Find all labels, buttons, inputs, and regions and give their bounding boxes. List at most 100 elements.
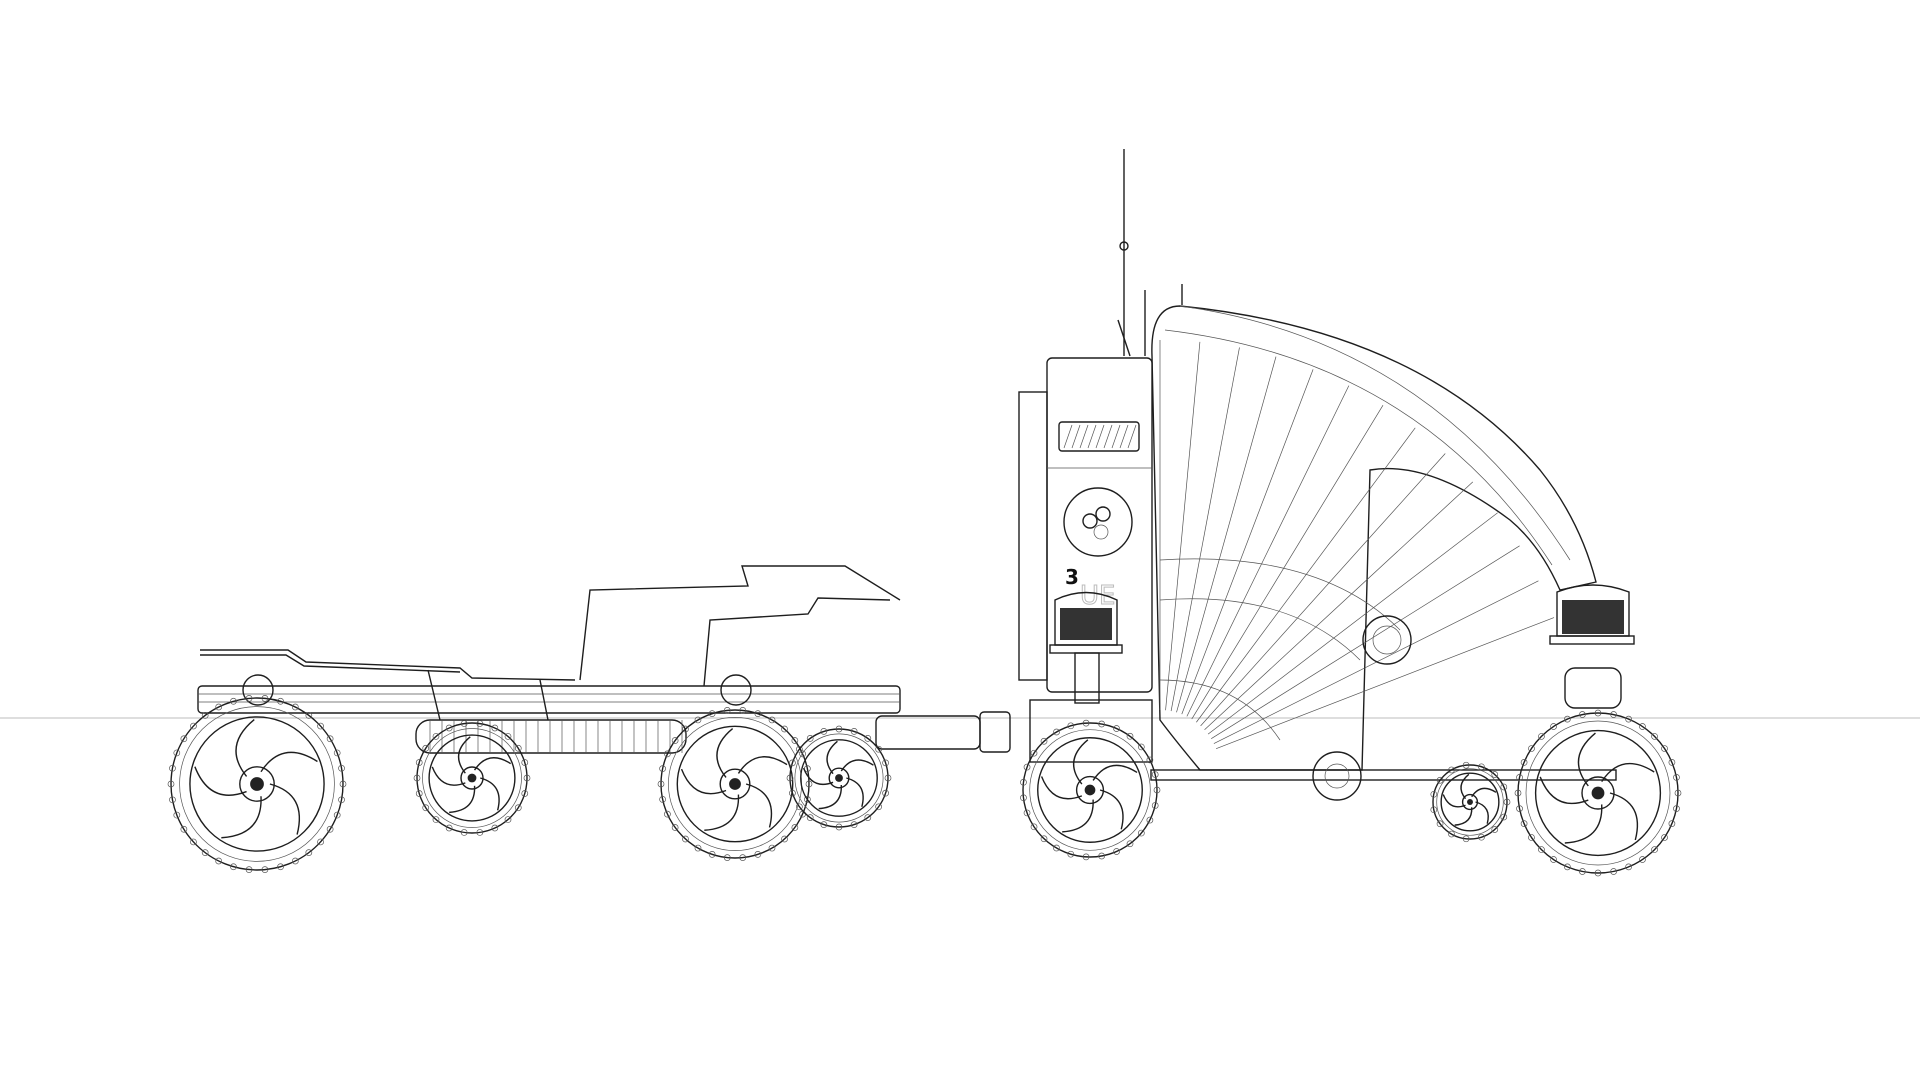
wheel-spoke <box>1471 787 1497 798</box>
fan-rib <box>1196 427 1416 723</box>
tread-lug <box>523 774 531 782</box>
tread-lug <box>884 774 892 782</box>
wheel-spoke <box>802 767 834 786</box>
tread-lug <box>422 804 430 812</box>
tread-lug <box>476 829 484 836</box>
tread-lug <box>173 811 181 819</box>
wheel <box>1430 761 1511 843</box>
tread-lug <box>1040 835 1048 843</box>
tread-lug <box>190 722 197 730</box>
tread-lug <box>786 774 794 782</box>
tread-lug <box>491 824 499 832</box>
tread-lug <box>835 823 843 831</box>
tread-lug <box>1610 711 1617 718</box>
wheel <box>413 720 531 836</box>
tread-lug <box>796 803 803 811</box>
tread-lug <box>476 720 484 727</box>
wheel <box>1514 709 1682 877</box>
tread-lug <box>1137 829 1145 837</box>
tread-lug <box>413 774 421 782</box>
wheel-spoke <box>221 796 262 839</box>
tread-lug <box>1153 786 1161 794</box>
hatch-line <box>1127 424 1137 449</box>
wheel-spoke <box>1099 789 1124 830</box>
tread-lug <box>1491 826 1499 833</box>
tread-lug <box>882 759 889 767</box>
tread-lug <box>333 811 341 819</box>
tread-lug <box>261 866 269 873</box>
tread-lug <box>1082 853 1090 861</box>
tread-lug <box>173 749 181 757</box>
tread-lug <box>739 707 747 714</box>
tread-lug <box>1625 715 1632 723</box>
tread-lug <box>1448 830 1455 838</box>
tread-lug <box>850 728 858 735</box>
tread-lug <box>820 821 828 828</box>
trailer <box>197 565 901 754</box>
tread-lug <box>432 816 440 823</box>
tread-lug <box>875 745 882 753</box>
tread-lug <box>201 849 209 856</box>
tread-lug <box>491 724 499 732</box>
tread-lug <box>723 707 731 714</box>
tread-lug <box>1639 856 1646 863</box>
tread-lug <box>1430 806 1438 814</box>
tread-lug <box>215 703 223 711</box>
cover-disc <box>1362 615 1412 665</box>
tread-lug <box>339 780 347 788</box>
wheel-spoke <box>840 759 874 772</box>
tread-lug <box>694 716 702 724</box>
tread-lug <box>682 725 689 733</box>
tread-lug <box>1462 761 1470 769</box>
wheel <box>1020 719 1161 861</box>
tread-lug <box>1594 709 1602 717</box>
tread-lug <box>1674 789 1682 797</box>
wheel-spoke <box>1601 762 1655 782</box>
tread-lug <box>708 851 716 858</box>
body-label: 3 <box>1065 565 1079 589</box>
tread-lug <box>338 796 345 804</box>
tread-lug <box>694 844 702 852</box>
tread-lug <box>1067 850 1075 858</box>
fan-rib <box>1204 481 1474 731</box>
svg-text:UE: UE <box>1080 581 1115 611</box>
tread-lug <box>1137 743 1145 751</box>
tread-lug <box>169 796 176 804</box>
tread-lug <box>317 722 324 730</box>
wheel-spoke <box>1062 799 1094 833</box>
tread-lug <box>1023 809 1031 817</box>
tread-lug <box>291 703 299 711</box>
tread-lug <box>1146 816 1154 824</box>
wheel-spoke <box>473 757 512 771</box>
tread-lug <box>215 857 223 865</box>
hatch-line <box>1071 424 1081 449</box>
tread-lug <box>521 759 529 766</box>
wheel-spoke <box>260 751 318 773</box>
tread-lug <box>415 759 423 766</box>
tread-lug <box>1462 835 1470 843</box>
wheel-spoke <box>431 766 466 786</box>
tread-lug <box>1067 722 1075 730</box>
tread-lug <box>521 790 529 797</box>
tread-lug <box>190 838 197 846</box>
tread-lug <box>245 866 253 873</box>
wheel <box>657 707 813 861</box>
tread-lug <box>804 796 811 803</box>
tread-lug <box>820 728 828 735</box>
tread-lug <box>768 716 776 724</box>
chassis-beam <box>1150 769 1617 781</box>
tread-lug <box>835 725 843 733</box>
tread-lug <box>1478 763 1485 771</box>
wheel-spoke <box>1073 739 1089 785</box>
tread-lug <box>850 821 858 828</box>
fan-rib <box>1165 341 1201 711</box>
tread-lug <box>338 764 345 772</box>
tread-lug <box>1082 719 1090 727</box>
tread-lug <box>805 780 813 788</box>
tread-lug <box>1023 763 1031 771</box>
beam-joint <box>1312 751 1362 801</box>
tread-lug <box>422 744 430 752</box>
tread-lug <box>201 712 209 719</box>
right-motor <box>1549 584 1635 709</box>
